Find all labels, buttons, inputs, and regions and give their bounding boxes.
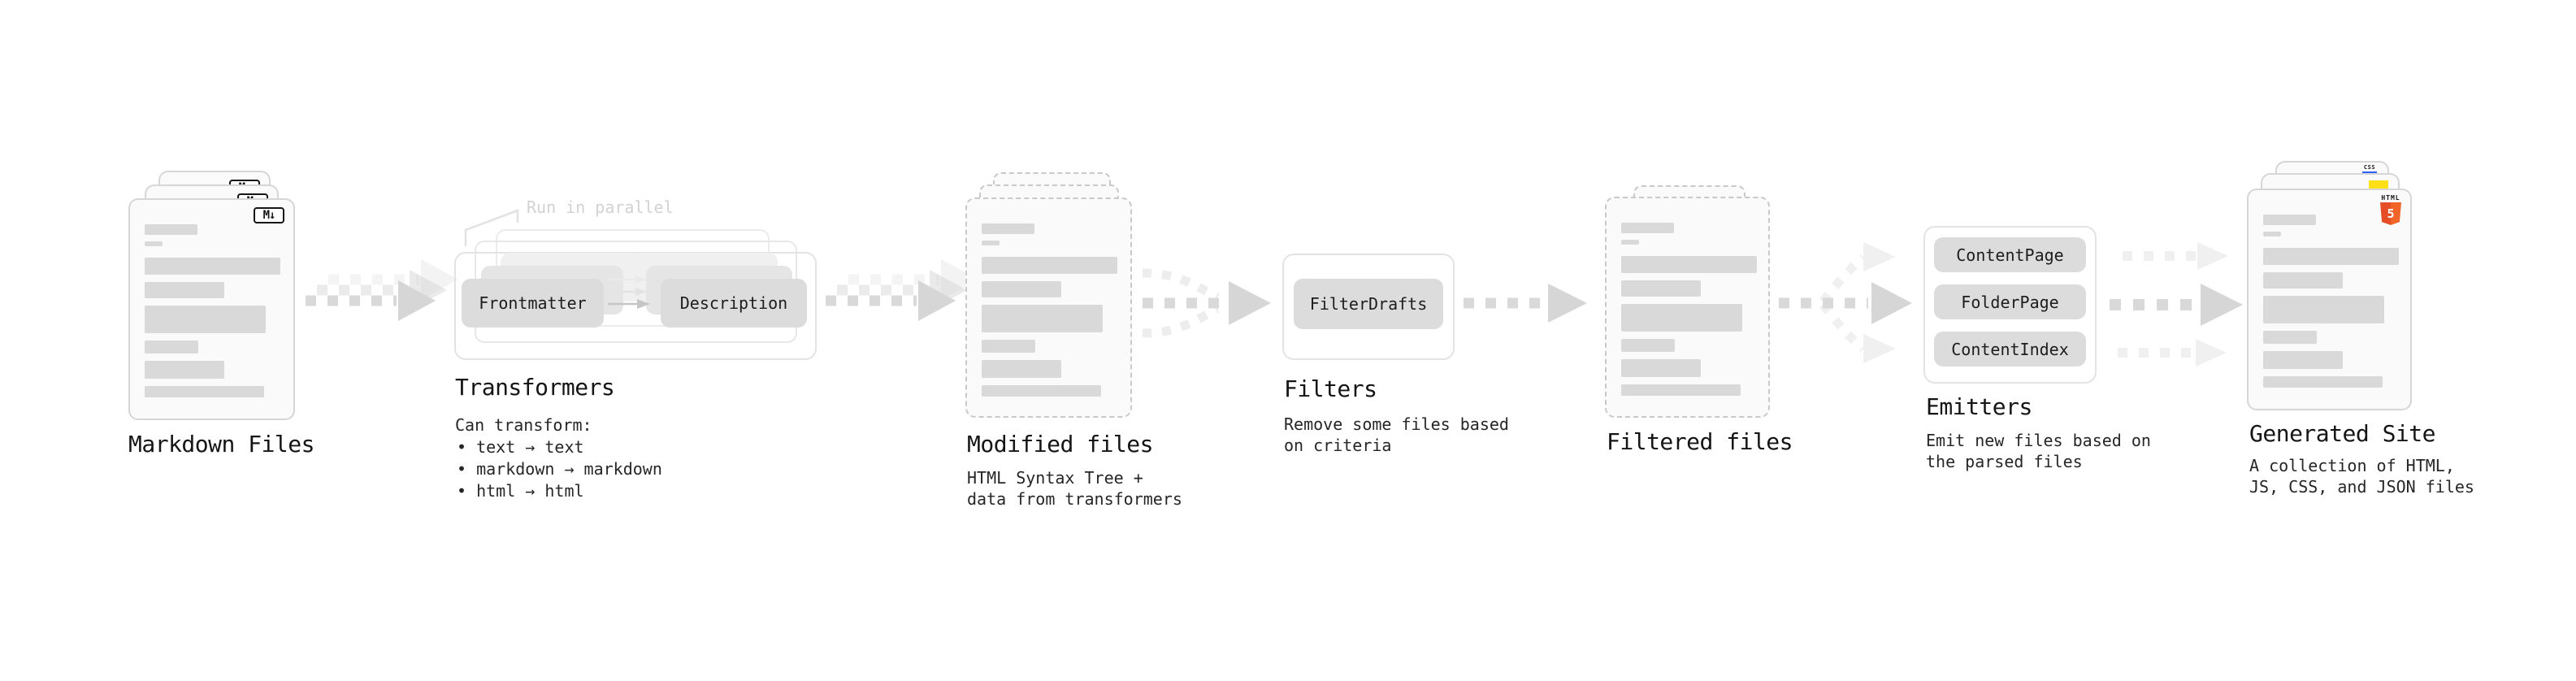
emitters-title: Emitters	[1926, 393, 2032, 420]
transformer-flow-arrows	[608, 275, 650, 309]
generated-site-title: Generated Site	[2249, 420, 2436, 447]
document-skeleton-bars	[145, 224, 280, 397]
caption-item: • html → html	[457, 481, 584, 501]
skeleton-bar	[2263, 331, 2317, 344]
caption-line: the parsed files	[1926, 452, 2083, 471]
arrow-filters-to-filtered	[1464, 284, 1587, 323]
caption-line: data from transformers	[967, 489, 1182, 509]
arrow-modified-to-filters-converge	[1142, 268, 1271, 338]
parallel-callout-line	[464, 209, 519, 246]
skeleton-bar	[145, 306, 266, 333]
document-skeleton-bars	[2263, 215, 2399, 388]
caption-item: • text → text	[457, 437, 584, 457]
emitters-caption: Emit new files based on the parsed files	[1926, 430, 2151, 472]
arrow-transformers-to-modified	[826, 259, 978, 321]
markdown-file-card-front: M↓	[128, 198, 295, 420]
markdown-files-title: Markdown Files	[128, 431, 315, 458]
skeleton-bar	[982, 305, 1103, 332]
modified-file-card-front	[965, 197, 1132, 418]
skeleton-bar	[145, 258, 280, 275]
description-chip: Description	[661, 279, 807, 327]
filters-caption: Remove some files based on criteria	[1284, 414, 1509, 456]
run-in-parallel-note: Run in parallel	[527, 197, 674, 217]
caption-line: JS, CSS, and JSON files	[2249, 477, 2474, 497]
markdown-icon: M↓	[254, 207, 284, 223]
skeleton-bar	[982, 281, 1061, 297]
contentindex-chip: ContentIndex	[1934, 332, 2086, 367]
skeleton-bar	[1621, 384, 1741, 396]
document-skeleton-bars	[1621, 223, 1757, 396]
caption-item: • markdown → markdown	[457, 459, 662, 479]
caption-line: A collection of HTML,	[2249, 456, 2455, 475]
transformers-title: Transformers	[455, 374, 615, 401]
skeleton-bar	[145, 361, 224, 379]
emitters-box	[1923, 226, 2097, 384]
skeleton-bar	[145, 386, 264, 397]
skeleton-bar	[982, 223, 1034, 234]
skeleton-bar	[2263, 272, 2343, 288]
transformers-caption: Can transform: • text → text • markdown …	[455, 414, 662, 502]
skeleton-bar	[982, 241, 1000, 245]
skeleton-bar	[1621, 240, 1639, 245]
javascript-icon	[2369, 180, 2388, 189]
caption-line: Emit new files based on	[1926, 431, 2151, 450]
skeleton-bar	[2263, 232, 2281, 236]
skeleton-bar	[982, 385, 1101, 397]
folderpage-chip: FolderPage	[1934, 284, 2086, 319]
generated-site-caption: A collection of HTML, JS, CSS, and JSON …	[2249, 455, 2474, 497]
skeleton-bar	[1621, 256, 1757, 273]
skeleton-bar	[2263, 351, 2343, 369]
generated-file-card-html: HTML 5	[2247, 189, 2412, 410]
skeleton-bar	[1621, 339, 1675, 352]
html5-icon: HTML 5	[2380, 194, 2401, 225]
skeleton-bar	[1621, 223, 1674, 233]
arrow-filtered-to-emitters-diverge	[1779, 242, 1912, 363]
filters-box	[1282, 254, 1455, 360]
filterdrafts-chip: FilterDrafts	[1294, 279, 1443, 329]
caption-line: on criteria	[1284, 436, 1392, 455]
document-skeleton-bars	[982, 223, 1117, 397]
arrow-emitters-to-generated	[2110, 242, 2243, 367]
skeleton-bar	[2263, 248, 2399, 265]
modified-files-caption: HTML Syntax Tree + data from transformer…	[967, 467, 1182, 510]
skeleton-bar	[145, 241, 163, 246]
skeleton-bar	[1621, 359, 1701, 377]
frontmatter-chip: Frontmatter	[462, 279, 604, 327]
filtered-file-card-front	[1605, 197, 1770, 418]
contentpage-chip: ContentPage	[1934, 237, 2086, 272]
caption-line: Remove some files based	[1284, 414, 1509, 434]
skeleton-bar	[1621, 304, 1742, 332]
skeleton-bar	[1621, 280, 1701, 297]
skeleton-bar	[145, 282, 224, 298]
filtered-files-title: Filtered files	[1607, 428, 1793, 455]
arrow-markdown-to-transformers	[306, 259, 458, 321]
skeleton-bar	[982, 360, 1061, 378]
skeleton-bar	[2263, 376, 2383, 388]
modified-files-title: Modified files	[967, 431, 1154, 458]
skeleton-bar	[145, 224, 197, 235]
skeleton-bar	[982, 340, 1035, 353]
skeleton-bar	[982, 257, 1117, 274]
skeleton-bar	[2263, 215, 2316, 225]
caption-heading: Can transform:	[455, 415, 592, 435]
caption-line: HTML Syntax Tree +	[967, 468, 1143, 488]
filters-title: Filters	[1284, 375, 1377, 402]
skeleton-bar	[2263, 296, 2384, 323]
skeleton-bar	[145, 340, 198, 354]
